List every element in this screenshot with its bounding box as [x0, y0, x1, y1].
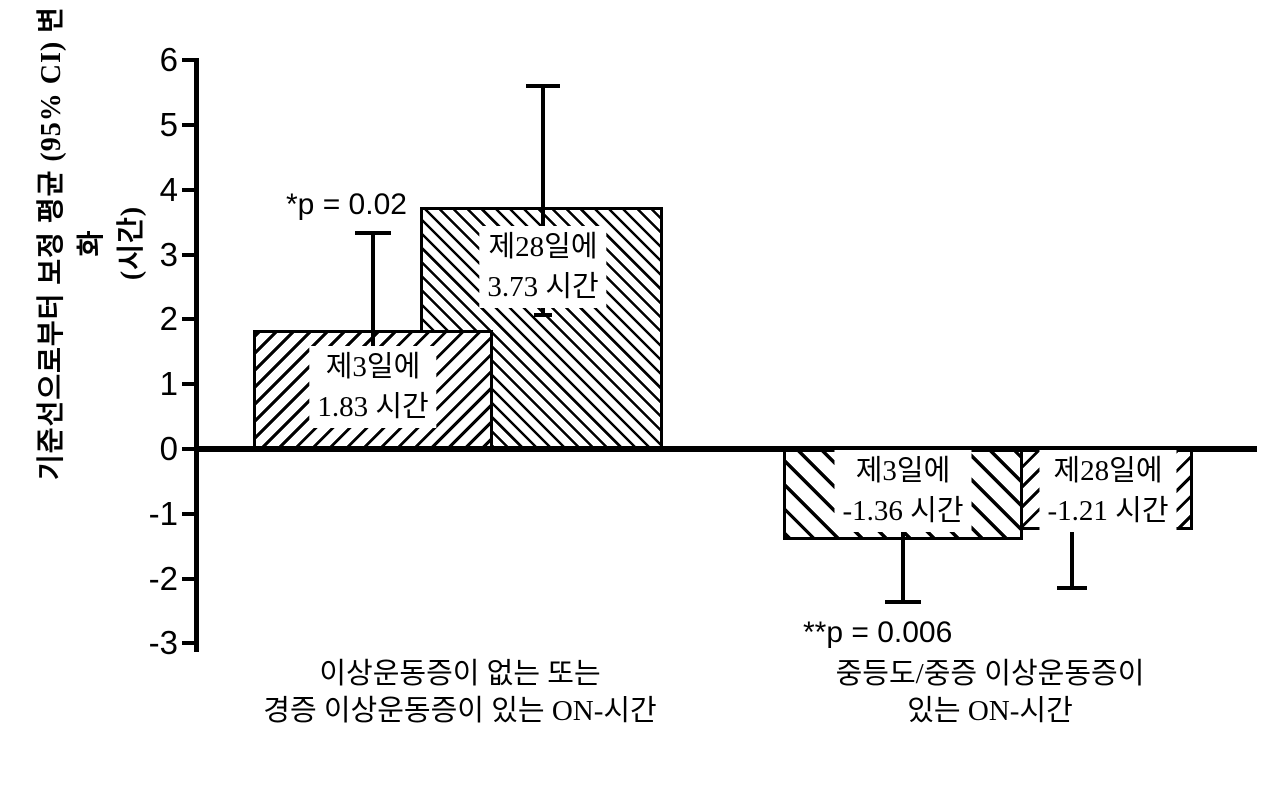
pvalue-annotation-group2: **p = 0.006	[803, 616, 953, 649]
y-tick-mark	[182, 511, 197, 516]
y-tick-mark	[182, 382, 197, 387]
y-tick-label: 4	[159, 170, 178, 208]
error-bar-cap-outer	[885, 599, 921, 604]
y-tick-mark	[182, 123, 197, 127]
y-tick-mark	[182, 187, 197, 192]
category-label-group1: 이상운동증이 없는 또는 경증 이상운동증이 있는 ON-시간	[200, 656, 720, 730]
y-tick-mark	[182, 252, 197, 257]
y-tick-label: 0	[159, 430, 178, 467]
error-bar-cap-outer	[355, 231, 391, 236]
y-axis-line	[194, 58, 199, 652]
error-bar-cap-outer	[526, 84, 560, 89]
category-label-group2: 중등도/중증 이상운동증이 있는 ON-시간	[730, 656, 1250, 730]
y-tick-label: 3	[159, 235, 178, 273]
bar-label-line: 3.73 시간	[487, 271, 599, 303]
y-tick-label: -2	[148, 559, 178, 597]
bar-label-line: 1.83 시간	[317, 391, 429, 423]
y-tick-mark	[182, 576, 197, 581]
y-tick-mark	[182, 447, 197, 451]
y-tick-label: -1	[148, 494, 178, 532]
y-tick-label: 6	[159, 41, 178, 79]
error-bar-line	[371, 233, 375, 424]
y-tick-label: 2	[159, 300, 178, 338]
bar-label-line: -1.21 시간	[1047, 495, 1169, 527]
y-axis-title: 기준선으로부터 보정 평균 (95% CI) 변화 (시간)	[32, 0, 147, 493]
y-tick-mark	[182, 58, 197, 63]
bar-group1-day28	[420, 207, 663, 452]
category-label-line: 있는 ON-시간	[907, 695, 1073, 727]
y-tick-label: -3	[148, 624, 178, 662]
bar-label-line: 제28일에	[1053, 455, 1163, 487]
y-tick-label: 5	[159, 106, 178, 143]
y-axis-title-text: 기준선으로부터 보정 평균 (95% CI) 변화	[36, 6, 107, 480]
bar-value-label-group1-day28: 제28일에 3.73 시간	[479, 226, 607, 308]
y-tick-mark	[182, 317, 197, 322]
error-bar-cap-inner	[534, 312, 552, 317]
x-axis-zero-line	[194, 446, 1257, 452]
bar-label-line: 제3일에	[325, 351, 421, 383]
bar-value-label-group1-day3: 제3일에 1.83 시간	[309, 346, 437, 428]
category-label-line: 중등도/중증 이상운동증이	[835, 658, 1145, 690]
bar-value-label-group2-day28: 제28일에 -1.21 시간	[1039, 450, 1177, 532]
pvalue-annotation-group1: *p = 0.02	[286, 188, 407, 221]
y-tick-mark	[182, 641, 197, 646]
y-tick-label: 1	[159, 365, 178, 403]
bar-value-label-group2-day3: 제3일에 -1.36 시간	[834, 450, 972, 532]
category-label-line: 이상운동증이 없는 또는	[319, 658, 601, 690]
error-bar-line	[901, 472, 905, 602]
bar-label-line: 제28일에	[488, 231, 598, 263]
error-bar-line	[541, 86, 545, 315]
bar-label-line: -1.36 시간	[842, 495, 964, 527]
bar-label-line: 제3일에	[855, 455, 951, 487]
category-label-line: 경증 이상운동증이 있는 ON-시간	[263, 695, 657, 727]
error-bar-cap-outer	[1057, 586, 1087, 591]
